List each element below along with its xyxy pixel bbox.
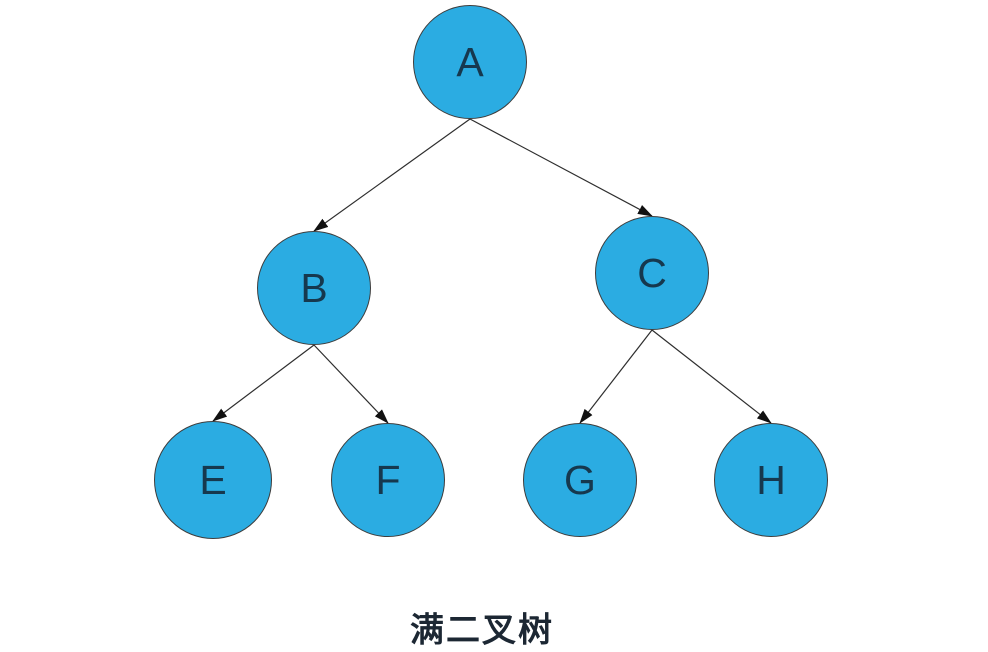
tree-edge-b-f (313, 344, 389, 424)
tree-node-f: F (331, 423, 445, 537)
tree-edge-c-h (651, 329, 772, 424)
tree-node-c: C (595, 216, 709, 330)
tree-node-e: E (154, 421, 272, 539)
tree-edge-c-g (579, 329, 653, 424)
tree-node-h: H (714, 423, 828, 537)
tree-edge-a-c (469, 118, 653, 217)
diagram-caption: 满二叉树 (410, 610, 554, 651)
tree-node-label: H (756, 456, 786, 503)
tree-node-label: E (199, 456, 227, 503)
tree-node-label: C (637, 249, 667, 296)
tree-edge-a-b (313, 118, 471, 232)
tree-node-a: A (413, 5, 527, 119)
tree-node-label: A (456, 38, 484, 85)
tree-edge-b-e (212, 344, 315, 422)
tree-node-label: G (564, 456, 596, 503)
tree-node-b: B (257, 231, 371, 345)
tree-node-label: B (300, 264, 328, 311)
tree-node-g: G (523, 423, 637, 537)
tree-node-label: F (375, 456, 401, 503)
